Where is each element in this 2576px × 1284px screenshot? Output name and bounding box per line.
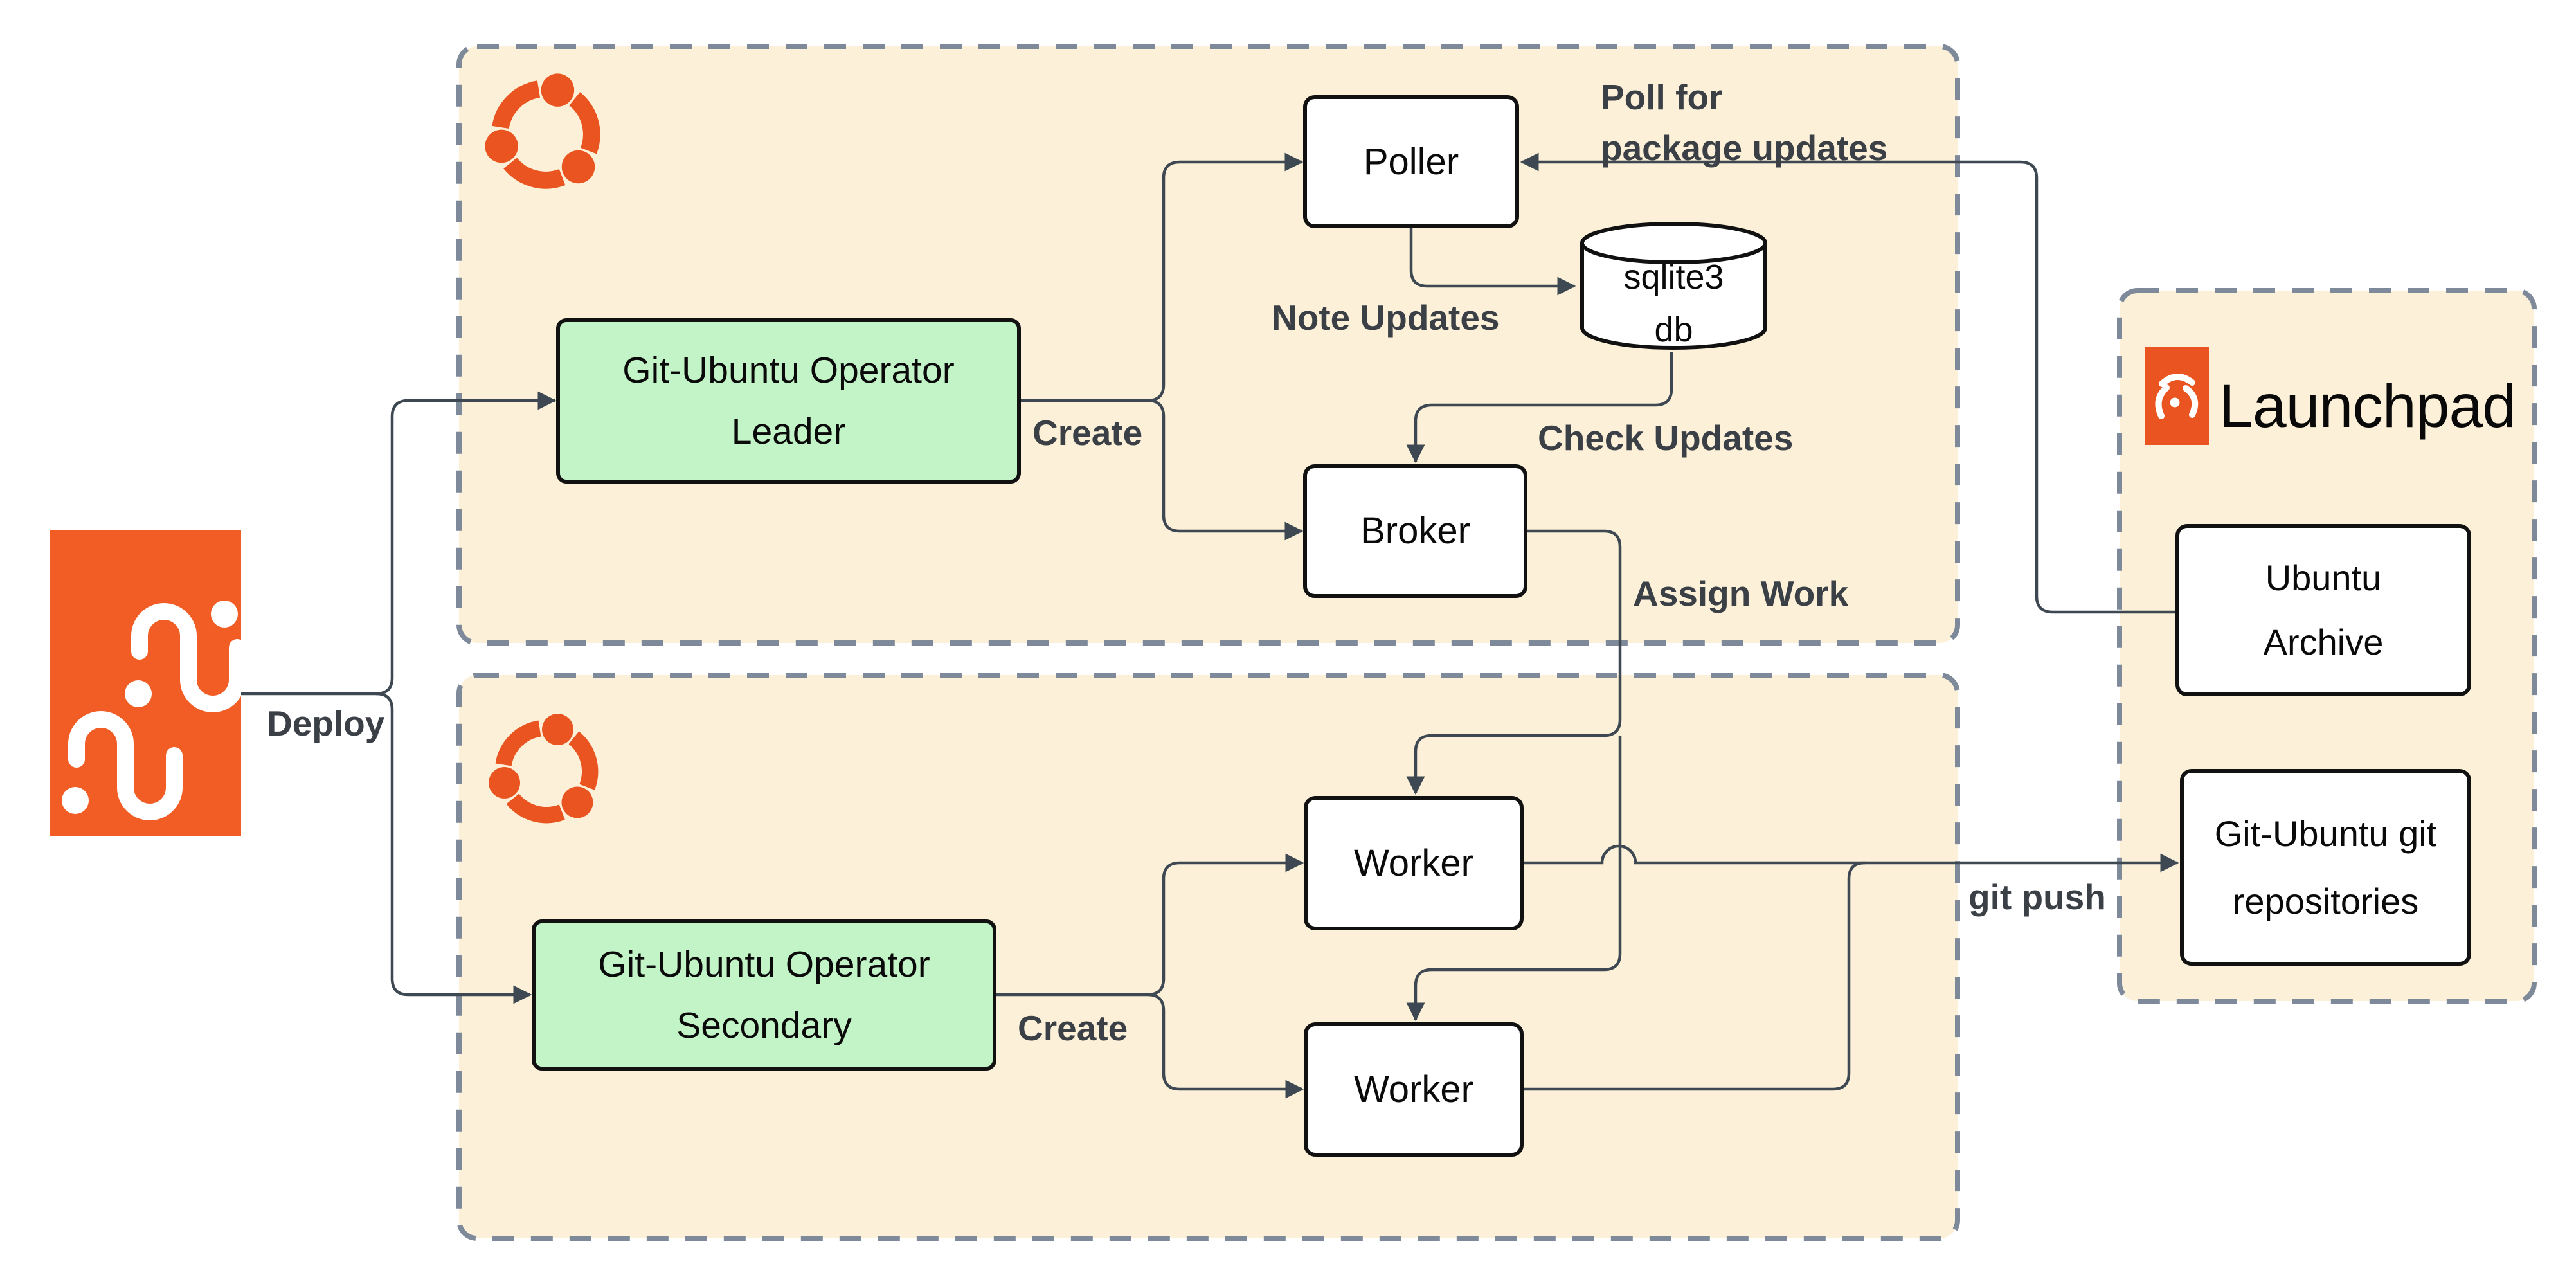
edge-label-note-updates: Note Updates (1272, 298, 1500, 338)
node-git-ubuntu-operator-secondary: Git-Ubuntu Operator Secondary (532, 919, 996, 1071)
node-label: Leader (731, 410, 846, 452)
node-label: Git-Ubuntu Operator (598, 943, 930, 985)
node-worker-2: Worker (1304, 1022, 1524, 1157)
node-sqlite3-db: sqlite3 db (1577, 220, 1770, 352)
database-cylinder-icon (1580, 222, 1767, 350)
node-label: Worker (1354, 842, 1473, 884)
edge-broker-assign-worker1 (1406, 529, 1622, 795)
edge-db-to-broker (1406, 352, 1673, 464)
edge-create2-to-worker1 (996, 853, 1304, 997)
node-label: Git-Ubuntu Operator (622, 349, 955, 391)
node-label: Secondary (676, 1004, 852, 1046)
edge-label-create-top: Create (1032, 413, 1143, 453)
secondary-operator-container (456, 673, 1960, 1241)
edge-label-create-bottom: Create (1018, 1008, 1128, 1048)
launchpad-title: Launchpad (2219, 372, 2516, 440)
connectors (241, 152, 2179, 1099)
node-broker: Broker (1303, 464, 1527, 598)
edge-label-check-updates: Check Updates (1538, 418, 1794, 458)
node-label: Archive (2263, 622, 2384, 662)
launchpad-icon (2145, 347, 2209, 445)
node-label: Ubuntu (2265, 557, 2382, 598)
edge-archive-to-poller (1520, 152, 2175, 614)
juju-logo (50, 530, 246, 836)
edge-label-poll: Poll for package updates (1601, 77, 1888, 168)
ubuntu-logo-top-icon (482, 71, 609, 198)
db-label: sqlite3 db (1623, 258, 1724, 349)
edge-create-to-broker (1147, 399, 1304, 541)
edge-worker2-join-gitpush (1524, 861, 1866, 1091)
edge-deploy-to-secondary (375, 692, 532, 1004)
node-git-ubuntu-operator-leader: Git-Ubuntu Operator Leader (556, 318, 1021, 484)
node-git-ubuntu-repositories: Git-Ubuntu git repositories (2180, 769, 2471, 966)
node-label: Broker (1360, 510, 1470, 552)
node-worker-1: Worker (1304, 796, 1524, 930)
edge-label-deploy: Deploy (267, 703, 385, 743)
edge-broker-assign-worker2 (1406, 736, 1622, 1022)
edge-deploy-to-leader (241, 391, 557, 696)
edge-poller-to-db (1409, 228, 1576, 296)
node-ubuntu-archive: Ubuntu Archive (2175, 524, 2471, 696)
node-label: repositories (2232, 881, 2419, 921)
edge-create-to-poller (1021, 152, 1304, 402)
edge-create2-to-worker2 (1147, 993, 1304, 1099)
node-label: Poller (1363, 140, 1459, 183)
leader-operator-container (456, 44, 1960, 646)
edge-label-assign-work: Assign Work (1633, 574, 1849, 613)
edge-worker1-gitpush-repos (1524, 844, 2179, 873)
ubuntu-logo-bottom-icon (486, 711, 607, 832)
node-label: Git-Ubuntu git (2214, 813, 2437, 854)
node-label: Worker (1354, 1068, 1473, 1110)
edge-label-git-push: git push (1968, 877, 2106, 917)
node-poller: Poller (1303, 95, 1519, 228)
